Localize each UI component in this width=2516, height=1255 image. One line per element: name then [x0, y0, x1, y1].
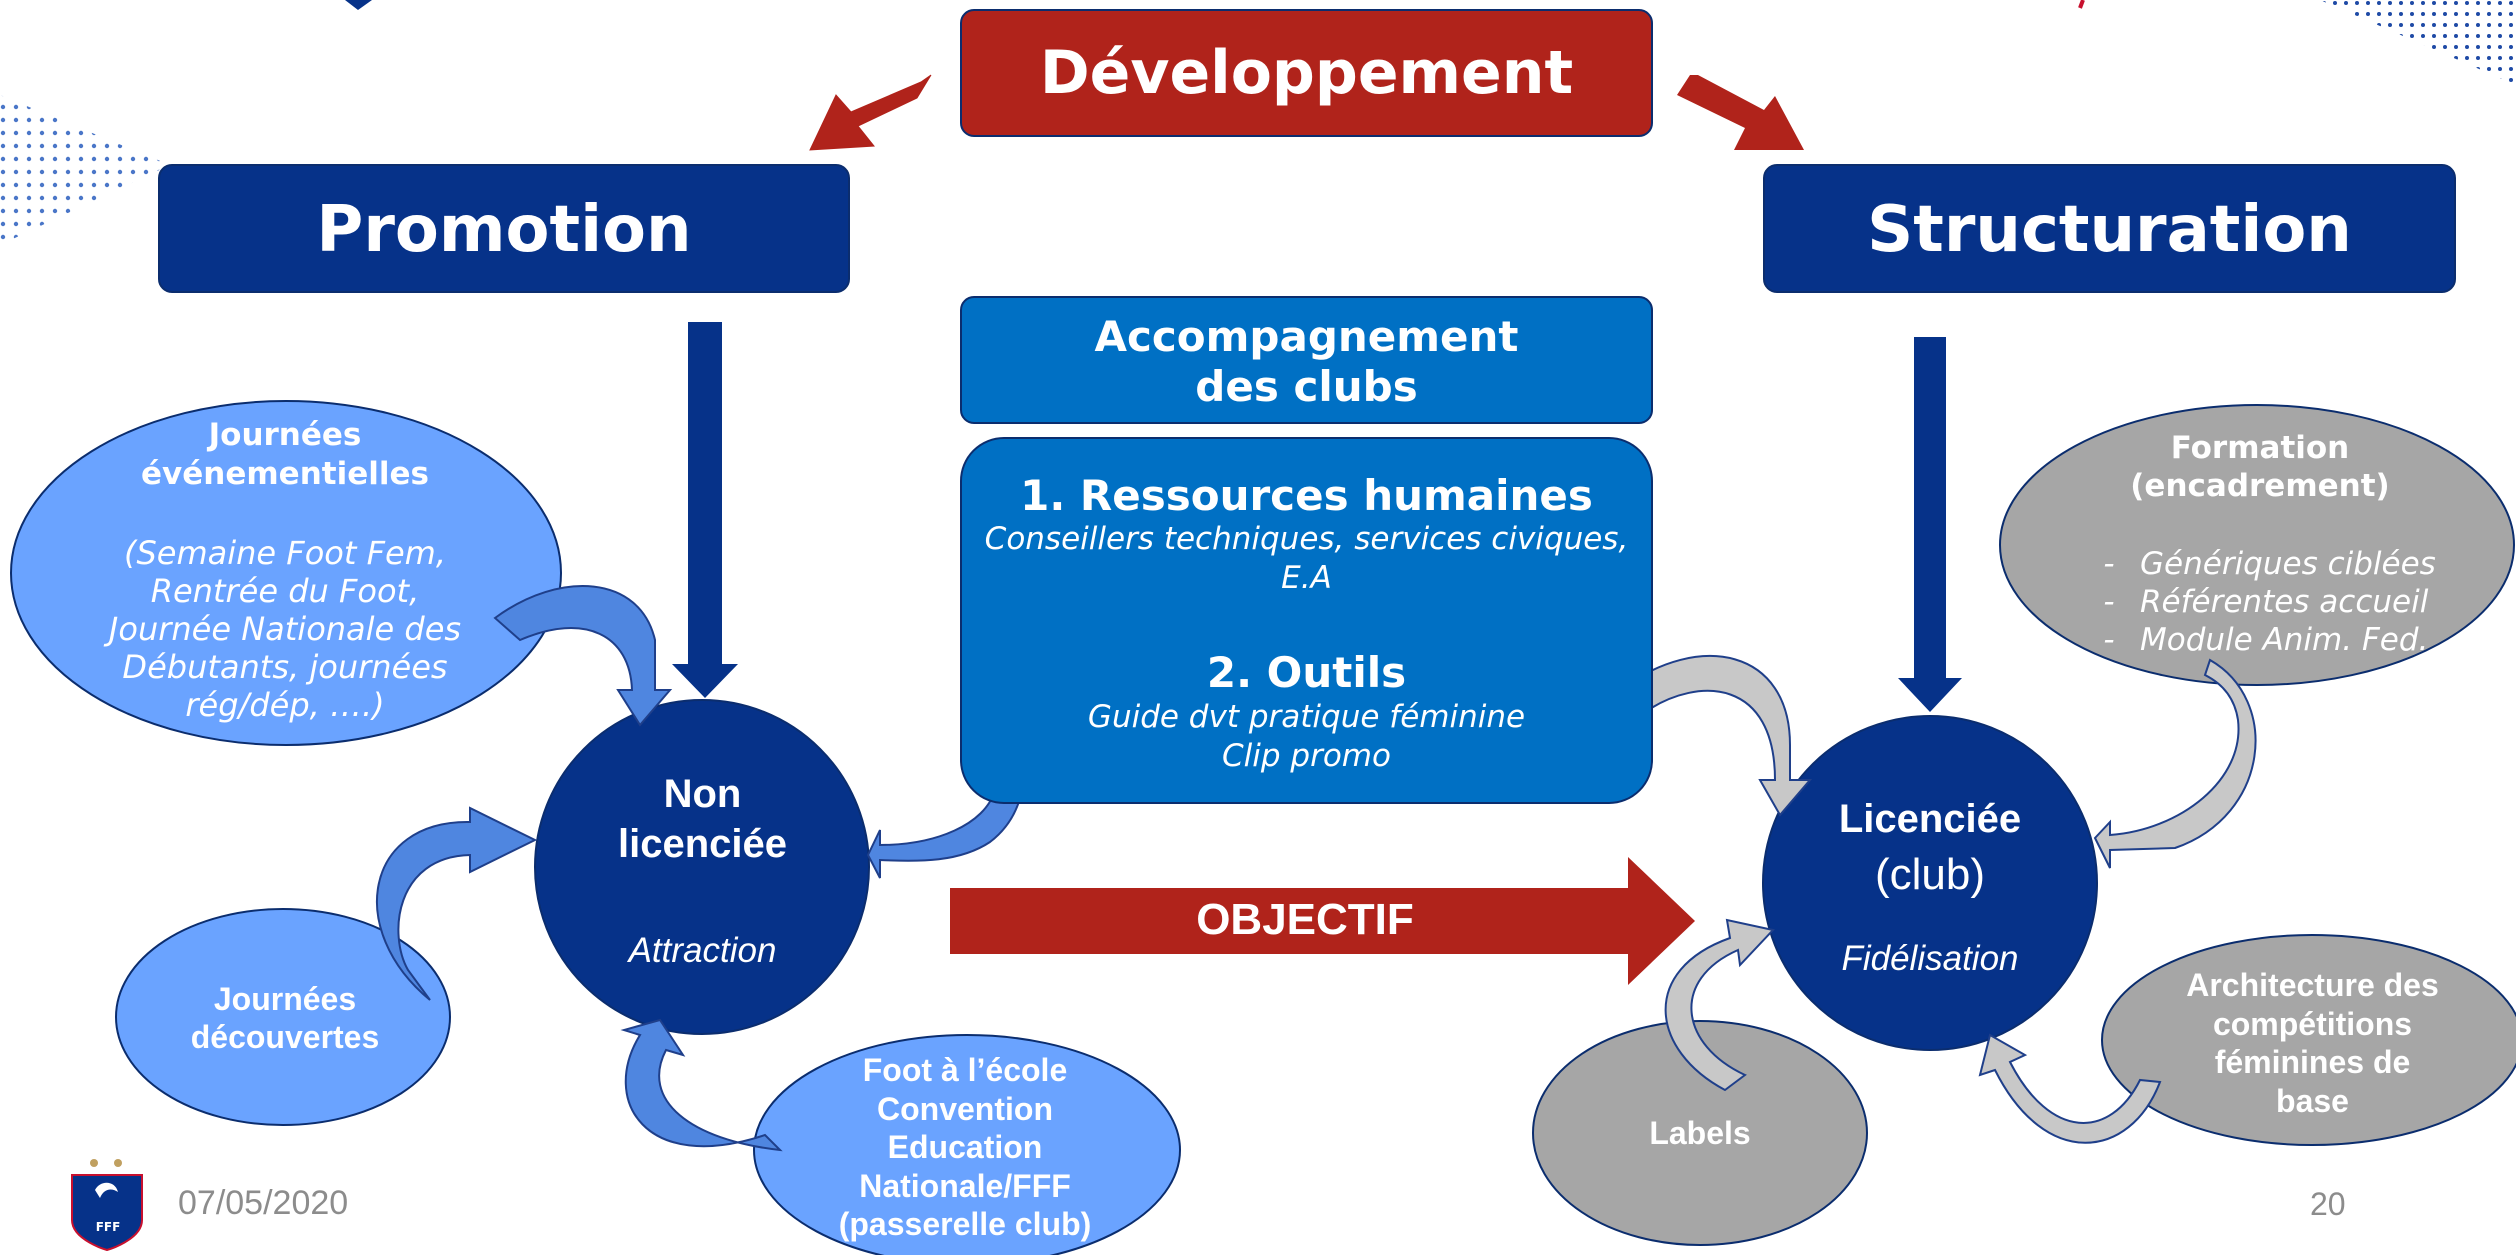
evenementielles-text-2: Rentrée du Foot, [150, 572, 420, 610]
fff-logo [71, 1159, 143, 1252]
architecture-line-2: compétitions [2212, 1006, 2413, 1042]
ellipse-foot-ecole [753, 1034, 1181, 1255]
ressources-box: 1. Ressources humaines Conseillers techn… [960, 437, 1653, 804]
non-licenciee-title-2: licenciée [617, 822, 787, 866]
developpement-label: Développement [1039, 38, 1574, 108]
outils-text-1: Guide dvt pratique féminine [1087, 699, 1526, 735]
outils-text-2: Clip promo [1222, 738, 1391, 774]
evenementielles-text-3: Journée Nationale des [108, 610, 462, 648]
ellipse-formation [1999, 404, 2515, 686]
ressources-text-1: Conseillers techniques, services civique… [984, 521, 1629, 557]
structuration-label: Structuration [1867, 193, 2352, 267]
foot-ecole-line-2: Convention [877, 1091, 1053, 1127]
non-licenciee-title-1: Non [663, 772, 742, 816]
ellipse-architecture [2101, 934, 2516, 1146]
foot-ecole-line-1: Foot à l’école [862, 1052, 1068, 1088]
ellipse-journees-decouvertes [115, 908, 451, 1126]
outils-title: 2. Outils [1206, 648, 1407, 697]
evenementielles-text-4: Débutants, journées [122, 648, 448, 686]
licenciee-club: (club) [1874, 850, 1986, 899]
ellipse-journees-evenementielles [10, 400, 562, 746]
circle-licenciee [1762, 715, 2098, 1051]
accompagnement-line-2: des clubs [1195, 362, 1418, 411]
dotted-decoration-left [0, 95, 170, 245]
accompagnement-box: Accompagnement des clubs [960, 296, 1653, 424]
curved-arrow-architecture [1978, 1033, 2162, 1144]
formation-title-2: (encadrement) [2130, 468, 2390, 504]
page-number: 20 [2310, 1186, 2346, 1222]
structuration-box: Structuration [1763, 164, 2456, 293]
objectif-arrow [950, 857, 1695, 985]
down-arrow-structuration [1898, 337, 1962, 712]
curved-arrow-evenementielles [493, 585, 673, 727]
evenementielles-text-5: rég/dép, ….) [185, 686, 385, 724]
foot-ecole-line-5: (passerelle club) [838, 1206, 1092, 1242]
curved-arrow-formation [2093, 658, 2257, 869]
architecture-line-4: base [2276, 1083, 2349, 1119]
accompagnement-line-1: Accompagnement [1094, 312, 1519, 361]
foot-ecole-line-4: Nationale/FFF [859, 1168, 1071, 1204]
labels-title: Labels [1649, 1115, 1751, 1151]
red-arrow-right [1677, 75, 1804, 150]
circle-non-licenciee [534, 699, 870, 1035]
foot-ecole-line-3: Education [887, 1129, 1043, 1165]
dotted-decoration-right [2320, 0, 2516, 85]
evenementielles-title-1: Journées [208, 417, 362, 453]
licenciee-subtitle: Fidélisation [1841, 939, 2019, 978]
ellipse-labels [1532, 1020, 1868, 1246]
decouvertes-title-1: Journées [213, 981, 357, 1017]
evenementielles-title-2: événementielles [141, 456, 429, 492]
curved-arrow-labels [1664, 918, 1775, 1092]
architecture-line-1: Architecture des [2186, 967, 2439, 1003]
down-arrow-promotion [672, 322, 738, 698]
formation-bullet-2: - [2103, 584, 2115, 620]
formation-bullet-1: - [2103, 546, 2115, 582]
fff-logo-text: FFF [95, 1220, 121, 1234]
ressources-title: 1. Ressources humaines [1020, 471, 1593, 520]
non-licenciee-subtitle: Attraction [628, 931, 777, 970]
formation-item-3: Module Anim. Fed. [2140, 622, 2429, 658]
developpement-box: Développement [960, 9, 1653, 137]
curved-arrow-outils [1618, 655, 1813, 817]
evenementielles-text-1: (Semaine Foot Fem, [123, 534, 446, 572]
licenciee-title: Licenciée [1838, 797, 2022, 841]
decouvertes-title-2: découvertes [190, 1019, 380, 1055]
footer-date: 07/05/2020 [178, 1184, 349, 1222]
title-fragment [345, 0, 372, 10]
formation-bullet-3: - [2103, 622, 2115, 658]
promotion-label: Promotion [316, 193, 692, 267]
architecture-line-3: féminines de [2214, 1044, 2411, 1080]
curved-arrow-foot-ecole [620, 1018, 783, 1152]
formation-item-1: Génériques ciblées [2140, 546, 2436, 582]
promotion-box: Promotion [158, 164, 850, 293]
ressources-text-2: E.A [1281, 560, 1332, 596]
formation-title-1: Formation [2170, 430, 2350, 466]
curved-arrow-decouvertes [375, 806, 538, 1001]
title-fragment-red [2078, 0, 2085, 9]
objectif-label: OBJECTIF [1196, 895, 1414, 944]
red-arrow-left [809, 74, 932, 151]
formation-item-2: Référentes accueil [2140, 584, 2429, 620]
